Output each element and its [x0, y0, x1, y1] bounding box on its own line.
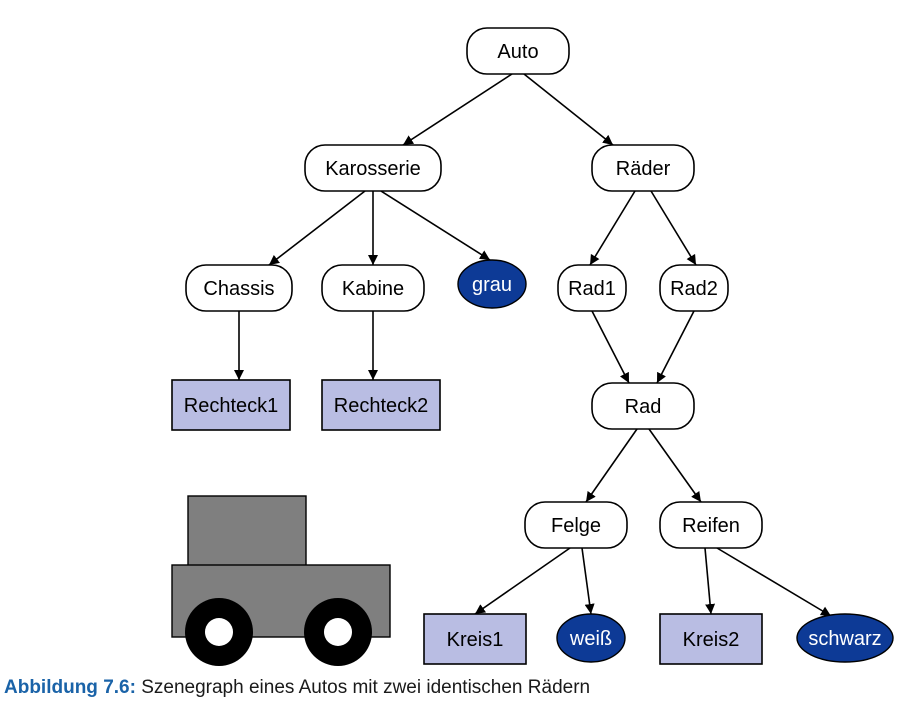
- edge-rad1-rad: [591, 310, 630, 384]
- node-kreis2: Kreis2: [659, 613, 763, 665]
- node-kreis2-label: Kreis2: [683, 629, 740, 651]
- node-rad1: Rad1: [557, 264, 627, 312]
- node-kreis1: Kreis1: [423, 613, 527, 665]
- node-auto: Auto: [466, 27, 570, 75]
- edge-auto-karosserie: [402, 73, 513, 146]
- node-reifen: Reifen: [659, 501, 763, 549]
- node-rad: Rad: [591, 382, 695, 430]
- node-rad1-label: Rad1: [568, 278, 616, 300]
- caption-label: Abbildung 7.6:: [4, 677, 136, 698]
- node-chassis-label: Chassis: [203, 278, 274, 300]
- node-reifen-label: Reifen: [682, 515, 740, 537]
- node-schwarz: schwarz: [796, 613, 894, 663]
- edge-karosserie-chassis: [268, 190, 366, 266]
- node-felge: Felge: [524, 501, 628, 549]
- node-schwarz-label: schwarz: [808, 628, 881, 650]
- node-raeder-label: Räder: [616, 158, 671, 180]
- edge-karosserie-grau: [380, 190, 491, 261]
- node-rechteck1: Rechteck1: [171, 379, 291, 431]
- edge-raeder-rad2: [650, 190, 697, 266]
- figure-caption: Abbildung 7.6: Szenegraph eines Autos mi…: [4, 677, 904, 699]
- node-grau-label: grau: [472, 274, 512, 296]
- edge-auto-raeder: [523, 73, 614, 146]
- edge-felge-kreis1: [474, 547, 571, 615]
- node-rechteck2: Rechteck2: [321, 379, 441, 431]
- node-auto-label: Auto: [497, 41, 538, 63]
- node-weiss: weiß: [556, 613, 626, 663]
- edges: [234, 73, 832, 617]
- node-rad2: Rad2: [659, 264, 729, 312]
- edge-felge-weiss: [581, 547, 595, 615]
- car-cabin: [187, 495, 307, 567]
- node-karosserie-label: Karosserie: [325, 158, 421, 180]
- car-illustration: [171, 495, 391, 666]
- node-karosserie: Karosserie: [304, 144, 442, 192]
- edge-rad-reifen: [648, 428, 702, 503]
- node-rad-label: Rad: [625, 396, 662, 418]
- caption-text: Szenegraph eines Autos mit zwei identisc…: [135, 677, 591, 698]
- node-grau: grau: [457, 259, 527, 309]
- node-chassis: Chassis: [185, 264, 293, 312]
- edge-raeder-rad1: [589, 190, 636, 266]
- node-kreis1-label: Kreis1: [447, 629, 504, 651]
- node-raeder: Räder: [591, 144, 695, 192]
- edge-rad2-rad: [656, 310, 695, 384]
- car-wheel-rear: [304, 598, 372, 666]
- node-weiss-label: weiß: [569, 628, 612, 650]
- node-kabine: Kabine: [321, 264, 425, 312]
- edge-rad-felge: [585, 428, 638, 503]
- node-rad2-label: Rad2: [670, 278, 718, 300]
- car-wheel-front: [185, 598, 253, 666]
- node-felge-label: Felge: [551, 515, 601, 537]
- node-rechteck2-label: Rechteck2: [334, 395, 429, 417]
- edge-reifen-kreis2: [704, 547, 716, 615]
- node-kabine-label: Kabine: [342, 278, 404, 300]
- scene-graph-diagram: Auto Karosserie Räder Chassis Kabine Rad…: [171, 27, 894, 666]
- edge-reifen-schwarz: [716, 547, 832, 617]
- node-rechteck1-label: Rechteck1: [184, 395, 279, 417]
